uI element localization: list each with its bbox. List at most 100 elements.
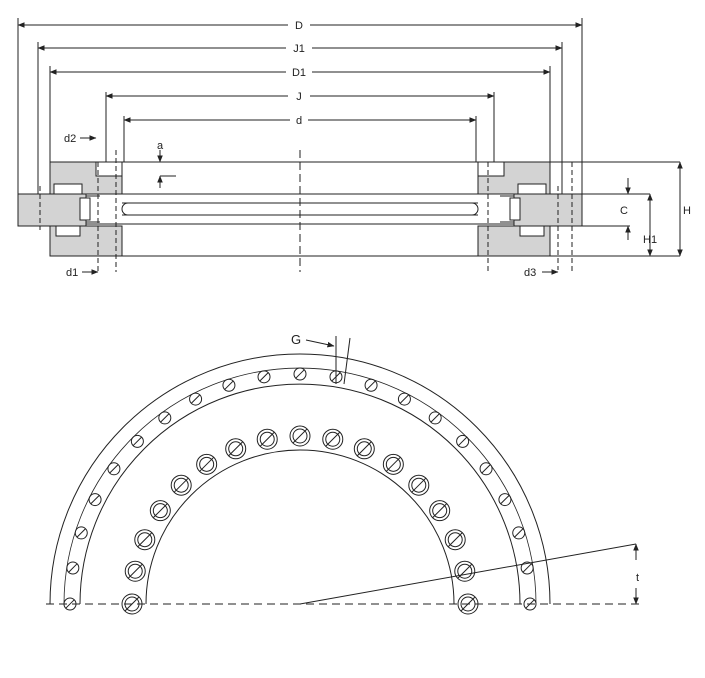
bolt-hole	[107, 462, 121, 476]
label-d: d	[296, 115, 302, 127]
bolt-hole-cross	[68, 563, 78, 573]
bolt-hole-inner	[356, 441, 372, 457]
bolt-hole-inner	[292, 428, 308, 444]
bolt-hole-cross	[356, 441, 372, 457]
bolt-hole	[66, 561, 80, 575]
bolt-hole	[520, 561, 534, 575]
bolt-hole	[149, 500, 171, 522]
bolt-hole-inner	[228, 441, 244, 457]
label-t: t	[636, 572, 639, 584]
bolt-hole	[322, 428, 344, 450]
label-d3: d3	[524, 267, 536, 279]
bolt-hole-inner	[259, 431, 275, 447]
bolt-hole-cross	[199, 456, 215, 472]
bolt-hole-cross	[458, 436, 468, 446]
bolt-hole	[225, 438, 247, 460]
bolt-hole-inner	[457, 563, 473, 579]
label-d1: d1	[66, 267, 78, 279]
bolt-hole-cross	[325, 431, 341, 447]
bolt-hole-cross	[160, 413, 170, 423]
bolt-hole	[130, 434, 144, 448]
ring-split-arc	[79, 383, 521, 605]
label-C: C	[620, 205, 628, 217]
bolt-hole-cross	[481, 464, 491, 474]
plan-view	[46, 336, 640, 615]
bolt-hole	[170, 474, 192, 496]
radial-line	[299, 543, 637, 605]
bolt-hole-cross	[295, 369, 305, 379]
bolt-hole-cross	[430, 413, 440, 423]
bolt-hole-inner	[152, 503, 168, 519]
bolt-hole-cross	[127, 563, 143, 579]
bolt-hole	[293, 367, 307, 381]
label-D: D	[295, 20, 303, 32]
inner-bolt-holes	[121, 425, 479, 615]
bolt-hole	[428, 411, 442, 425]
right-section-block	[477, 161, 583, 257]
bolt-hole-cross	[228, 441, 244, 457]
bolt-hole	[257, 370, 271, 384]
outer-bolt-circle-arc	[63, 367, 537, 605]
bolt-hole-cross	[514, 528, 524, 538]
bolt-hole-inner	[173, 477, 189, 493]
section-view	[17, 18, 683, 272]
bolt-hole-cross	[224, 380, 234, 390]
label-H1: H1	[643, 234, 657, 246]
bolt-hole	[222, 378, 236, 392]
bolt-hole	[189, 392, 203, 406]
bolt-hole-cross	[90, 495, 100, 505]
bolt-hole-cross	[76, 528, 86, 538]
bolt-hole	[454, 560, 476, 582]
label-D1: D1	[292, 67, 306, 79]
label-G: G	[291, 332, 301, 347]
bolt-hole	[397, 392, 411, 406]
bolt-hole	[256, 428, 278, 450]
bolt-hole	[498, 493, 512, 507]
bolt-hole	[364, 378, 378, 392]
left-section-block	[17, 161, 123, 257]
bolt-hole	[124, 560, 146, 582]
bolt-hole-cross	[132, 436, 142, 446]
outer-ring-arc	[49, 353, 551, 605]
bolt-hole	[512, 526, 526, 540]
bolt-hole-cross	[366, 380, 376, 390]
bolt-hole-inner	[432, 503, 448, 519]
bolt-hole-inner	[447, 532, 463, 548]
label-d2: d2	[64, 133, 76, 145]
bolt-hole-cross	[292, 428, 308, 444]
g-arrow	[305, 339, 335, 348]
bolt-hole-cross	[399, 394, 409, 404]
label-J1: J1	[293, 43, 305, 55]
bolt-hole	[523, 597, 537, 611]
bolt-hole-cross	[137, 532, 153, 548]
bolt-hole-inner	[385, 456, 401, 472]
bolt-hole	[456, 434, 470, 448]
bolt-hole-cross	[259, 431, 275, 447]
bolt-hole-cross	[411, 477, 427, 493]
bolt-hole-cross	[447, 532, 463, 548]
bolt-hole	[88, 493, 102, 507]
bolt-hole-cross	[191, 394, 201, 404]
bolt-hole-inner	[411, 477, 427, 493]
bolt-hole	[74, 526, 88, 540]
bolt-hole-cross	[259, 372, 269, 382]
bolt-hole	[444, 529, 466, 551]
outer-bolt-holes	[63, 367, 537, 611]
inner-ring-arc	[145, 449, 455, 605]
label-H: H	[683, 205, 691, 217]
bolt-hole-inner	[325, 431, 341, 447]
bolt-hole-cross	[109, 464, 119, 474]
bolt-hole-cross	[65, 599, 75, 609]
bolt-hole	[289, 425, 311, 447]
bolt-hole-cross	[500, 495, 510, 505]
bolt-hole	[196, 453, 218, 475]
bolt-hole	[408, 474, 430, 496]
label-J: J	[296, 91, 302, 103]
bolt-hole	[158, 411, 172, 425]
bolt-hole	[353, 438, 375, 460]
bolt-hole	[134, 529, 156, 551]
label-a: a	[157, 140, 164, 152]
bolt-hole-inner	[127, 563, 143, 579]
bolt-hole-cross	[432, 503, 448, 519]
